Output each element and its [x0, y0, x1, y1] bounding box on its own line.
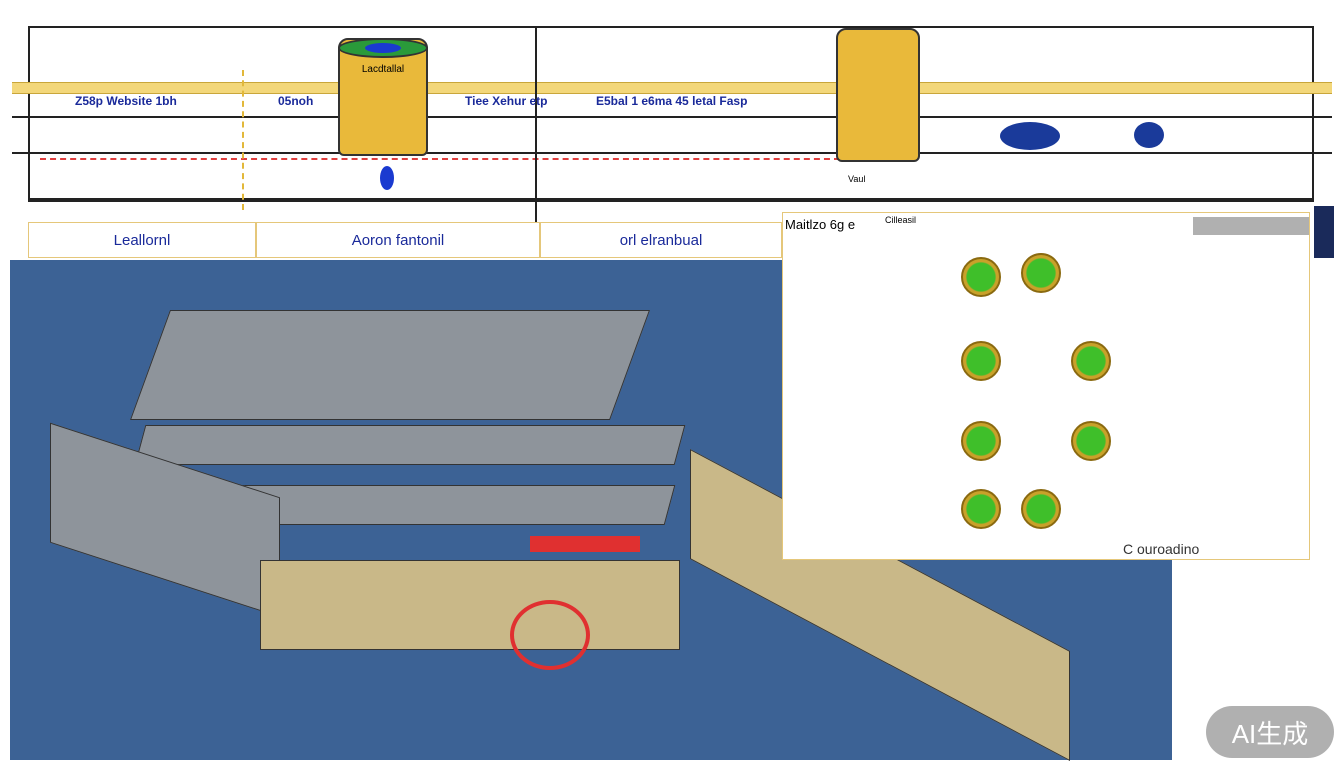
- bell-icon: [961, 489, 1001, 529]
- panel-bar: [1193, 217, 1309, 235]
- top-frame: [28, 26, 1314, 202]
- preview-panel: Maitlzo 6g e Cilleasil C ouroadino: [782, 212, 1310, 560]
- blue-shape: [1134, 122, 1164, 148]
- tab-label: orl elranbual: [619, 231, 703, 249]
- bell-icon: [961, 421, 1001, 461]
- divider: [535, 26, 537, 226]
- cylinder-caption: Vaul: [848, 174, 866, 184]
- divider: [28, 198, 1314, 200]
- divider: [12, 152, 1332, 154]
- tab-label: Aoron fantonil: [351, 231, 445, 249]
- tab-label: Leallornl: [113, 231, 171, 249]
- cylinder-label: Lacdtallal: [361, 64, 405, 75]
- tab[interactable]: orl elranbual: [540, 222, 782, 258]
- panel-footer: C ouroadino: [1123, 541, 1200, 557]
- bell-icon: [961, 341, 1001, 381]
- guide-line: [242, 70, 244, 210]
- divider: [12, 116, 1332, 118]
- red-component: [530, 536, 640, 552]
- nav-item[interactable]: E5bal 1 e6ma 45 letal Fasp: [596, 94, 748, 108]
- blue-shape: [1000, 122, 1060, 150]
- nav-item[interactable]: 05noh: [278, 94, 314, 108]
- model-part: [129, 310, 651, 420]
- ai-generated-badge: AI生成: [1206, 706, 1334, 758]
- nav-item[interactable]: Tiee Xehur etp: [465, 94, 548, 108]
- tab[interactable]: Aoron fantonil: [256, 222, 540, 258]
- bell-icon: [961, 257, 1001, 297]
- model-part: [260, 560, 680, 650]
- bell-icon: [1071, 421, 1111, 461]
- bell-icon: [1021, 253, 1061, 293]
- cylinder-icon: [836, 28, 920, 162]
- model-part: [134, 425, 686, 465]
- dashed-guide: [40, 158, 840, 160]
- blue-shape: [380, 166, 394, 190]
- tab[interactable]: Leallornl: [28, 222, 256, 258]
- scroll-handle[interactable]: [1314, 206, 1334, 258]
- bell-icon: [1071, 341, 1111, 381]
- top-yellow-bar: [12, 82, 1332, 94]
- bell-icon: [1021, 489, 1061, 529]
- nav-item[interactable]: Z58p Website 1bh: [75, 94, 177, 108]
- red-component: [510, 600, 590, 670]
- panel-subtitle: Cilleasil: [885, 215, 917, 225]
- panel-title: Maitlzo 6g e: [785, 217, 856, 232]
- cylinder-icon: Lacdtallal: [338, 38, 428, 156]
